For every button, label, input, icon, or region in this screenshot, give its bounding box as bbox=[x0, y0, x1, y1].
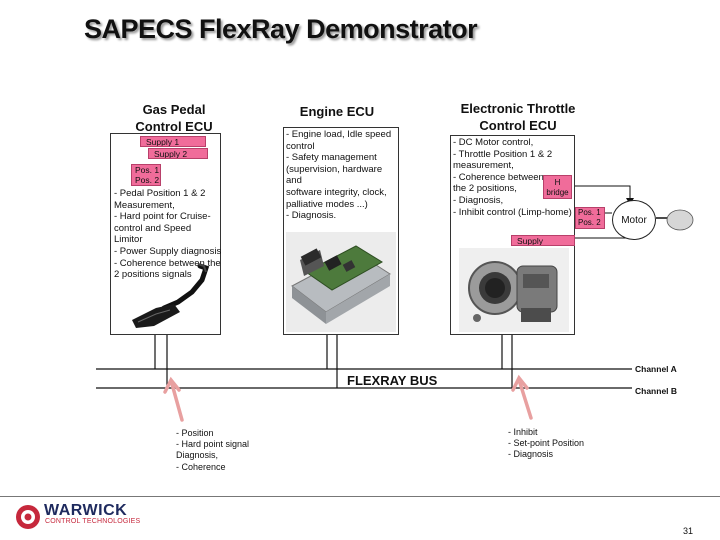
throttle-description: - DC Motor control, - Throttle Position … bbox=[453, 137, 572, 218]
supply1-label: Supply 1 bbox=[140, 136, 206, 147]
gas-pedal-description: - Pedal Position 1 & 2 Measurement, - Ha… bbox=[114, 188, 222, 281]
gas-pedal-header: Gas Pedal Control ECU bbox=[118, 101, 230, 135]
warwick-logo-icon bbox=[16, 505, 40, 529]
channel-b-label: Channel B bbox=[635, 386, 678, 396]
throttle-pos-block: Pos. 1 Pos. 2 bbox=[575, 207, 605, 229]
gas-pedal-header-line2: Control ECU bbox=[135, 119, 213, 134]
throttle-body-photo bbox=[459, 248, 569, 332]
gas-pedal-header-line1: Gas Pedal bbox=[142, 102, 206, 117]
throttle-header-line2: Control ECU bbox=[479, 118, 557, 133]
signals-left-text: - Position - Hard point signal Diagnosis… bbox=[176, 428, 250, 472]
engine-ecu-header: Engine ECU bbox=[299, 104, 375, 119]
throttle-pos2: Pos. 2 bbox=[578, 218, 601, 227]
throttle-header-line1: Electronic Throttle bbox=[460, 101, 576, 116]
page-number: 31 bbox=[683, 526, 694, 536]
logo-main-text: WARWICK bbox=[44, 502, 128, 519]
hbridge-label: H bridge bbox=[543, 175, 572, 199]
throttle-header: Electronic Throttle Control ECU bbox=[452, 100, 584, 134]
gas-pedal-pos-block: Pos. 1 Pos. 2 bbox=[131, 164, 161, 186]
throttle-pos1: Pos. 1 bbox=[578, 208, 601, 217]
flexray-bus-label: FLEXRAY BUS bbox=[347, 373, 438, 388]
channel-a-label: Channel A bbox=[635, 364, 677, 374]
page-title: SAPECS FlexRay Demonstrator bbox=[84, 14, 478, 44]
motor-circle: Motor bbox=[612, 200, 656, 240]
gas-pedal-box bbox=[110, 133, 221, 335]
gas-pedal-pos1: Pos. 1 bbox=[135, 165, 160, 175]
motor-shaft-icon bbox=[666, 209, 694, 231]
arrow-left bbox=[163, 376, 184, 422]
gas-pedal-pos2: Pos. 2 bbox=[135, 175, 160, 185]
arrow-right bbox=[511, 374, 533, 420]
supply2-label: Supply 2 bbox=[148, 148, 208, 159]
engine-ecu-description: - Engine load, Idle speed control - Safe… bbox=[286, 129, 392, 222]
signals-right-text: - Inhibit - Set-point Position - Diagnos… bbox=[508, 427, 585, 460]
pedal-photo bbox=[132, 263, 210, 328]
footer-divider bbox=[0, 496, 720, 497]
throttle-supply-label: Supply bbox=[511, 235, 575, 246]
logo-sub-text: CONTROL TECHNOLOGIES bbox=[45, 518, 141, 525]
engine-ecu-photo bbox=[286, 232, 396, 332]
